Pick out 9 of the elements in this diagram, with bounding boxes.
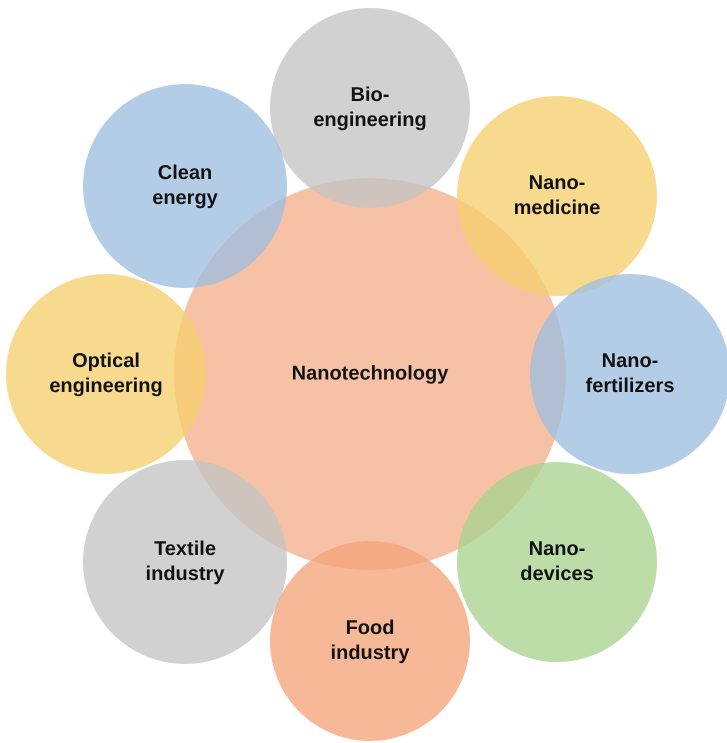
topic-label: Food industry (330, 616, 410, 666)
topic-label: Nano- devices (519, 537, 595, 587)
topic-label: Nanotechnology (290, 362, 450, 386)
topic-label: Textile industry (144, 537, 226, 587)
topic-label: Optical engineering (48, 349, 164, 399)
topic-label: Nano- fertilizers (584, 349, 676, 399)
topic-label: Bio- engineering (312, 83, 428, 133)
topic-label: Nano- medicine (512, 171, 602, 221)
topic-label: Clean energy (151, 161, 219, 211)
